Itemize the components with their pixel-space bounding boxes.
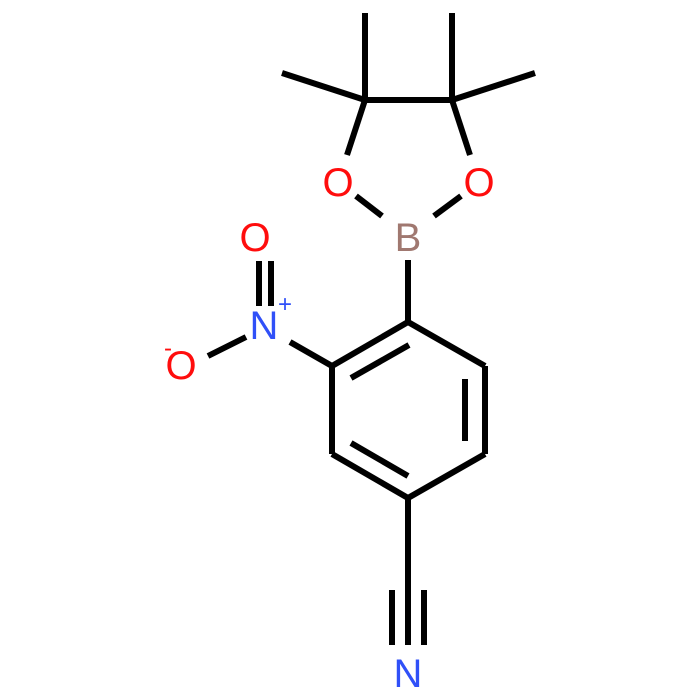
- nitro-single-bond: [206, 334, 248, 359]
- ring-bond-c1-c2: [406, 319, 487, 369]
- atom-oxygen-left: O: [322, 161, 353, 205]
- atom-nitrile-nitrogen: N: [394, 652, 423, 696]
- atom-nitro-nitrogen: N: [250, 304, 279, 348]
- bond-aryl-nitro: [288, 339, 334, 369]
- ring-bond-c-o-left: [344, 99, 368, 156]
- ring-bond-c-o-right: [449, 99, 473, 156]
- nitro-oxygen-charge: -: [164, 335, 172, 362]
- nitro-nitrogen-charge: +: [278, 291, 292, 318]
- ring-bond-o-b-right: [432, 193, 463, 219]
- methyl-bond-left: [281, 70, 366, 103]
- atom-nitro-oxygen-single: O: [165, 344, 196, 388]
- atom-nitro-oxygen-double: O: [239, 216, 270, 260]
- ring-bond-c3-c4: [406, 451, 487, 501]
- atom-boron: B: [395, 216, 422, 260]
- methyl-bond-right: [451, 70, 536, 103]
- ring-bond-o-b-left: [354, 193, 384, 219]
- aromatic-inner-bond-1: [349, 342, 411, 381]
- aromatic-inner-bond-3: [349, 440, 410, 479]
- ring-bond-c6-c1: [330, 319, 410, 369]
- atom-oxygen-right: O: [463, 161, 494, 205]
- ring-bond-c4-c5: [330, 451, 410, 501]
